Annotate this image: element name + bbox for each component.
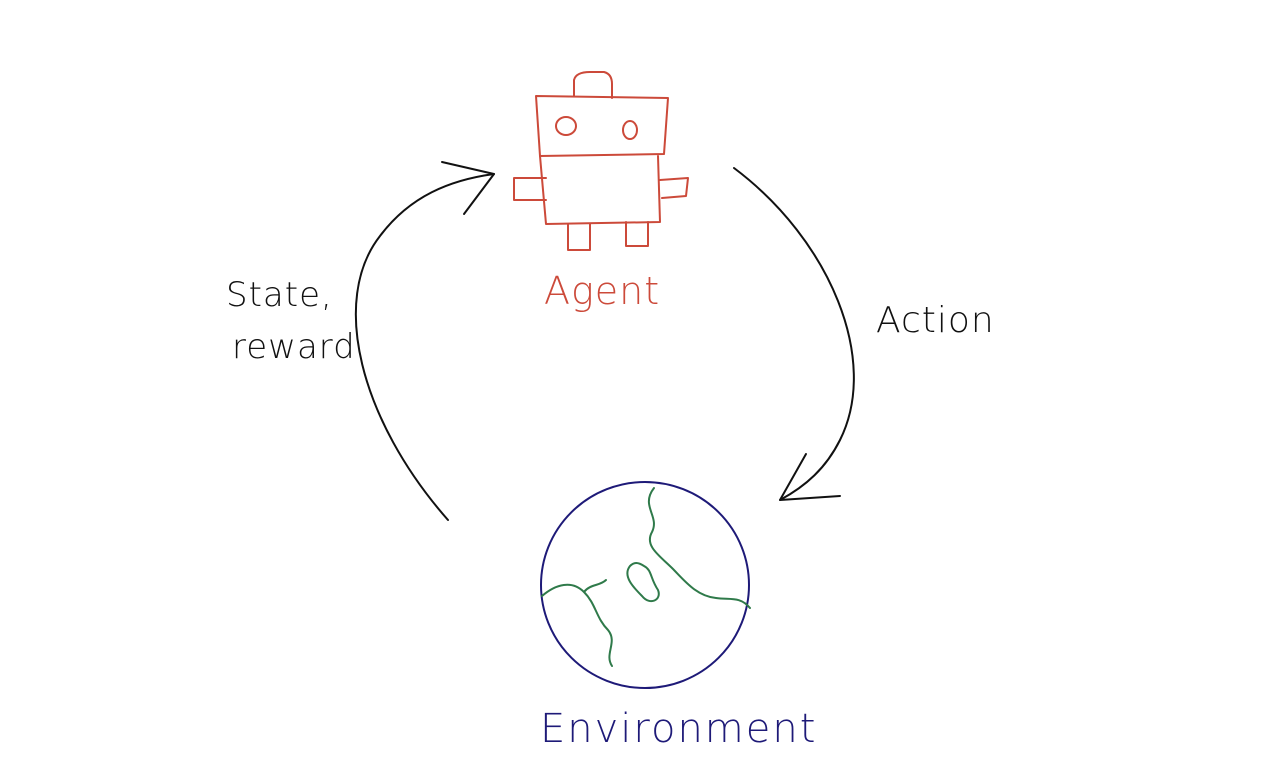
action-label: Action: [876, 300, 995, 341]
agent-label: Agent: [544, 269, 660, 313]
environment-label: Environment: [540, 706, 817, 752]
state-reward-arrow: [354, 161, 495, 521]
globe-icon: [540, 481, 751, 689]
state-label: State,: [226, 275, 333, 315]
robot-icon: [513, 71, 689, 251]
action-arrow: [733, 167, 855, 501]
reward-label: reward: [232, 327, 356, 367]
